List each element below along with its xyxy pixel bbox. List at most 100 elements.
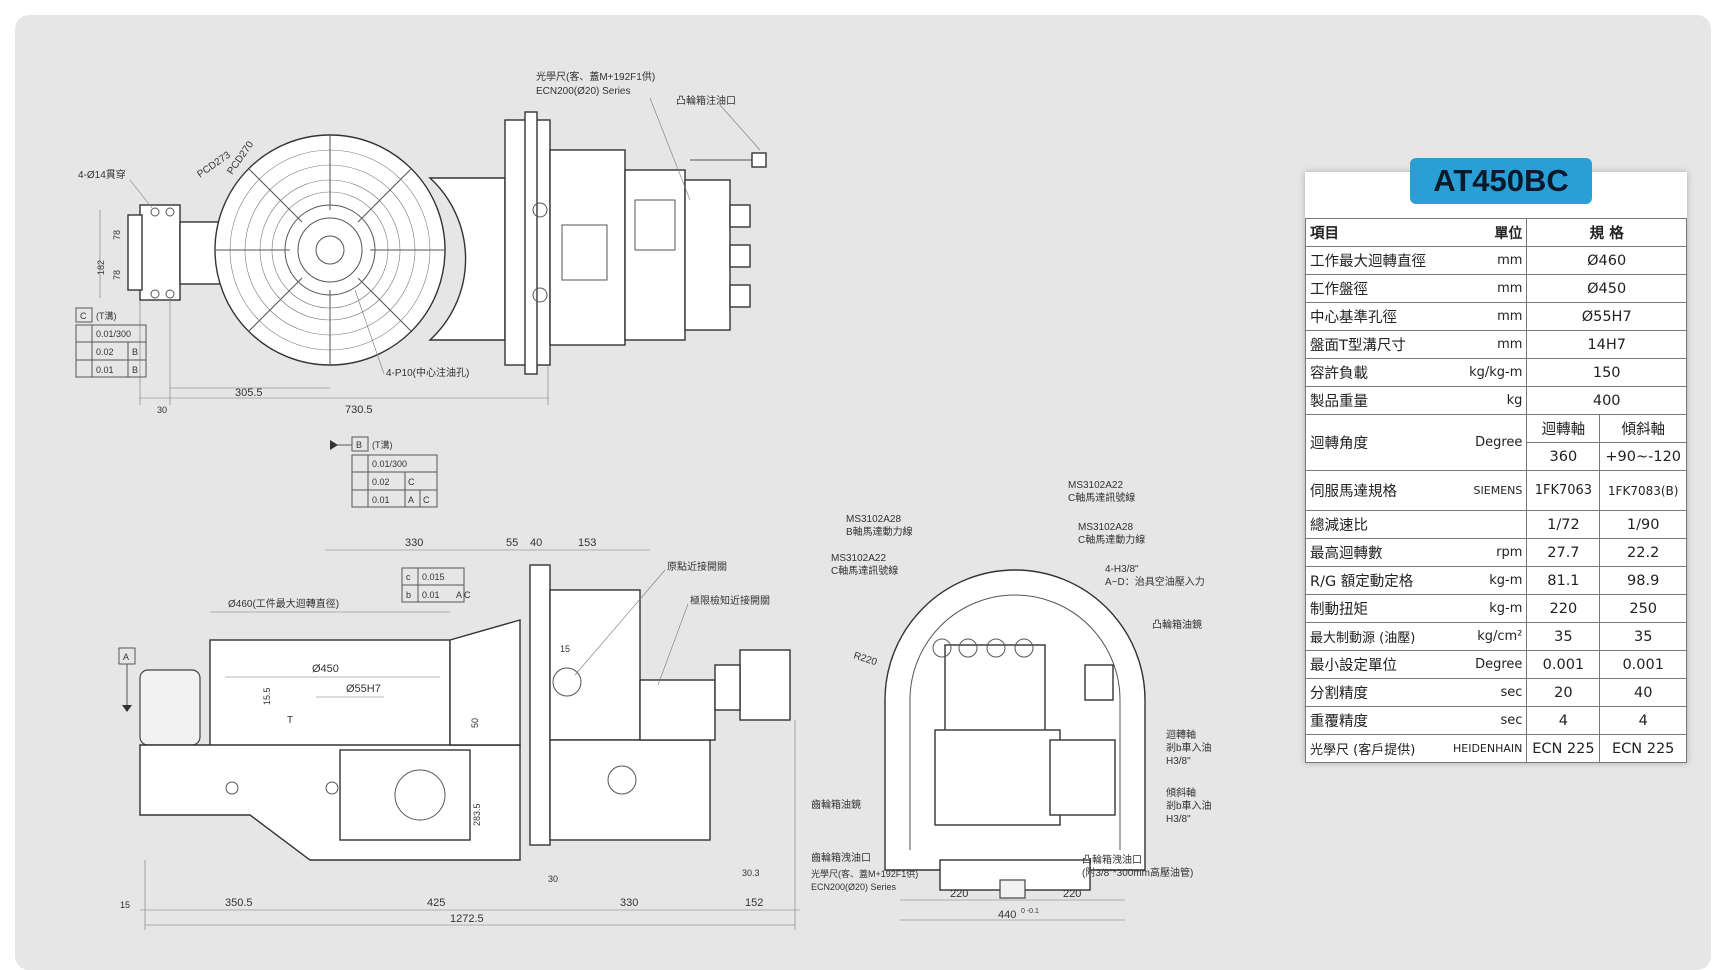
svg-text:C: C bbox=[80, 311, 87, 321]
svg-text:0.01: 0.01 bbox=[422, 590, 440, 600]
origin-sensor: 原點近接開關 bbox=[667, 560, 727, 573]
axis-angle-row: 360 +90~-120 bbox=[1306, 442, 1687, 471]
ms-c-signal-note: C軸馬達訊號線 bbox=[1068, 491, 1135, 504]
mounting-lug bbox=[127, 214, 143, 291]
ms-c-power: MS3102A28 bbox=[1078, 522, 1133, 533]
end-scale-series: ECN200(Ø20) Series bbox=[811, 882, 897, 892]
dim-50: 50 bbox=[470, 718, 480, 728]
svg-text:B: B bbox=[356, 440, 362, 450]
t-slot-label: T bbox=[287, 715, 293, 726]
cam-oil-gauge: 凸輪箱油鏡 bbox=[1152, 618, 1202, 631]
svg-text:0.02: 0.02 bbox=[96, 347, 114, 357]
dim-153: 153 bbox=[578, 537, 596, 549]
svg-text:0.01: 0.01 bbox=[96, 365, 114, 375]
r220-label: R220 bbox=[852, 650, 879, 668]
svg-text:B: B bbox=[132, 365, 138, 375]
mounting-flange bbox=[139, 204, 181, 301]
rotary-table-plate bbox=[214, 134, 446, 366]
header-item: 項目 bbox=[1305, 218, 1449, 247]
svg-text:C: C bbox=[423, 495, 430, 505]
cam-drain-note: (附3/8"*300mm高壓油管) bbox=[1082, 866, 1193, 879]
end-scale-note: 光學尺(客、蓋M+192F1供) bbox=[811, 868, 918, 879]
dim-730-5: 730.5 bbox=[345, 404, 373, 416]
dim-425: 425 bbox=[427, 897, 445, 909]
dim-450: Ø450 bbox=[312, 663, 339, 675]
tolerance-frame-c: C (T溝) 0.01/300 0.02 B 0.01 B bbox=[75, 307, 147, 378]
side-flange bbox=[529, 564, 551, 846]
svg-text:(T溝): (T溝) bbox=[96, 310, 117, 321]
dim-220a: 220 bbox=[950, 888, 968, 900]
header-unit: 單位 bbox=[1449, 218, 1528, 247]
header-spec: 規 格 bbox=[1526, 218, 1687, 247]
dim-55: 55 bbox=[506, 537, 518, 549]
dim-330: 330 bbox=[620, 897, 638, 909]
tilt-clamp-2: 剎b車入油 bbox=[1166, 799, 1212, 812]
dim-350-5: 350.5 bbox=[225, 897, 253, 909]
dim-305-5: 305.5 bbox=[235, 387, 263, 399]
tilt-clamp-3: H3/8" bbox=[1166, 814, 1191, 825]
dim-78b: 78 bbox=[112, 270, 122, 280]
dim-440-tol: 0 -0.1 bbox=[1021, 908, 1039, 915]
ms-b-signal: MS3102A22 bbox=[831, 553, 886, 564]
gear-oil-gauge: 齒輪箱油鏡 bbox=[811, 798, 861, 811]
dim-440: 440 bbox=[998, 909, 1016, 921]
trunnion-body bbox=[428, 177, 506, 341]
svg-text:c: c bbox=[406, 572, 411, 582]
svg-text:0.01/300: 0.01/300 bbox=[372, 459, 407, 469]
dim-182: 182 bbox=[96, 260, 106, 275]
svg-text:0.02: 0.02 bbox=[372, 477, 390, 487]
rot-clamp-3: H3/8" bbox=[1166, 756, 1191, 767]
air-inlet: 4-H3/8" bbox=[1105, 564, 1139, 575]
ms-c-power-note: C軸馬達動力線 bbox=[1078, 533, 1145, 546]
dim-152: 152 bbox=[745, 897, 763, 909]
svg-text:A: A bbox=[408, 495, 414, 505]
cam-oil-inlet: 凸輪箱注油口 bbox=[676, 94, 736, 107]
scale-label: 光學尺(客、蓋M+192F1供) bbox=[536, 70, 655, 83]
ms-b-signal-note: C軸馬達訊號線 bbox=[831, 564, 898, 577]
datum-a: A bbox=[123, 652, 129, 662]
model-title-badge: AT450BC bbox=[1410, 158, 1592, 204]
center-oil-holes: 4-P10(中心注油孔) bbox=[386, 366, 469, 379]
dim-30-bottom: 30 bbox=[548, 874, 558, 884]
svg-text:B: B bbox=[132, 347, 138, 357]
svg-text:0.01/300: 0.01/300 bbox=[96, 329, 131, 339]
air-inlet-note: A~D：治具空油壓入力 bbox=[1105, 575, 1205, 588]
dim-220b: 220 bbox=[1063, 888, 1081, 900]
svg-text:0.015: 0.015 bbox=[422, 572, 445, 582]
end-view: MS3102A22 C軸馬達訊號線 MS3102A28 C軸馬達動力線 MS31… bbox=[811, 480, 1212, 921]
rot-clamp-2: 剎b車入油 bbox=[1166, 741, 1212, 754]
side-view: 原點近接開關 極限檢知近接開關 Ø460(工件最大迴轉直徑) Ø450 Ø55H… bbox=[118, 537, 800, 930]
svg-text:(T溝): (T溝) bbox=[372, 439, 393, 450]
dim-15-side: 15 bbox=[560, 644, 570, 654]
dim-1272-5: 1272.5 bbox=[450, 913, 484, 925]
dim-15: 15 bbox=[120, 900, 130, 910]
rot-axis-label: 迴轉軸 bbox=[1526, 414, 1601, 443]
servo-motor bbox=[934, 729, 1061, 826]
rot-clamp: 迴轉軸 bbox=[1166, 728, 1196, 741]
table-dia-label: Ø460(工件最大迴轉直徑) bbox=[228, 597, 339, 610]
limit-sensor: 極限檢知近接開關 bbox=[690, 594, 770, 607]
dim-55h7: Ø55H7 bbox=[346, 683, 381, 695]
ms-b-power: MS3102A28 bbox=[846, 514, 901, 525]
through-holes-label: 4-Ø14貫穿 bbox=[78, 168, 126, 181]
scale-series: ECN200(Ø20) Series bbox=[536, 86, 630, 97]
dim-30: 30 bbox=[157, 405, 167, 415]
svg-text:0.01: 0.01 bbox=[372, 495, 390, 505]
tolerance-frame-side: c 0.015 b 0.01 A C bbox=[401, 567, 471, 603]
